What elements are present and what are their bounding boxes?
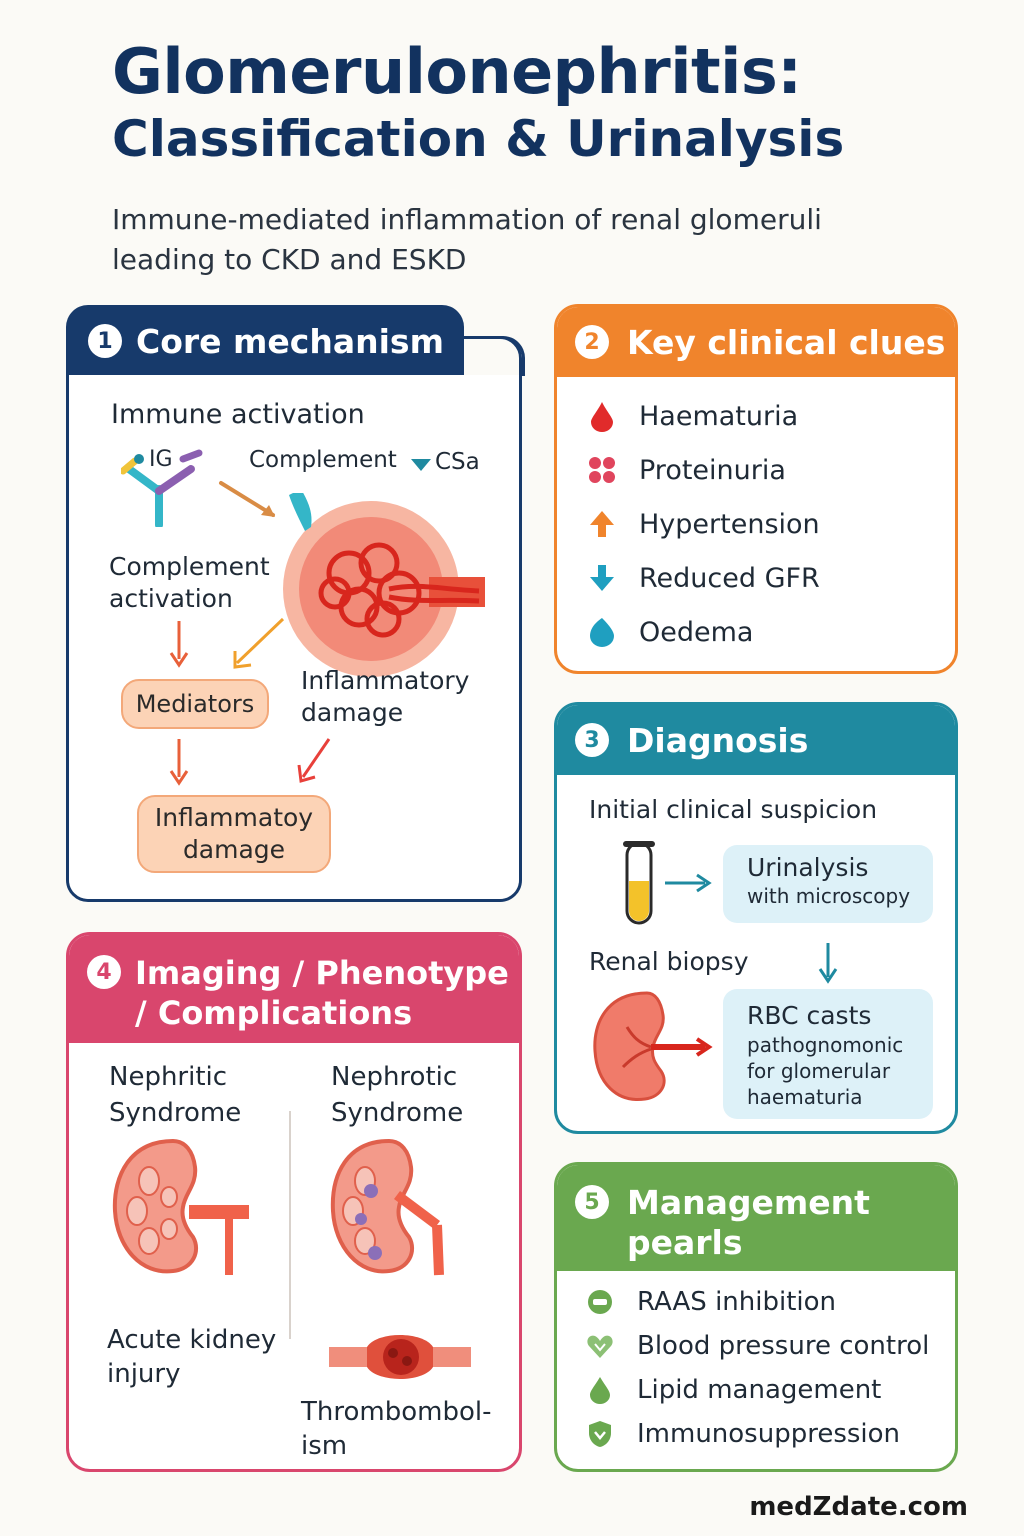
panel-number: 5 <box>575 1185 609 1219</box>
rbc-casts-title: RBC casts <box>747 1001 872 1030</box>
panel-number: 3 <box>575 723 609 757</box>
panel-title: Management pearls <box>627 1183 870 1262</box>
complement-fragment-icon <box>411 459 431 471</box>
title-line-2: Classification & Urinalysis <box>112 110 845 169</box>
arrow-icon <box>219 481 275 517</box>
panel-header-cap <box>464 336 525 376</box>
clue-item: Haematuria <box>585 399 798 433</box>
panel-header: 5 Management pearls <box>557 1165 955 1271</box>
arrow-up-icon <box>585 507 619 541</box>
clue-item: Oedema <box>585 615 753 649</box>
arrow-right-icon <box>665 873 712 893</box>
arrow-down-icon <box>585 561 619 595</box>
kidney-icon <box>330 1138 444 1276</box>
antibody-icon <box>121 449 203 527</box>
pearl-item: Immunosuppression <box>585 1419 900 1449</box>
panel-number: 2 <box>575 325 609 359</box>
panel-title: Diagnosis <box>627 720 809 760</box>
inflammatory-damage-label: Inflammatory damage <box>301 666 470 727</box>
blood-drop-icon <box>585 399 619 433</box>
page-title: Glomerulonephritis: Classification & Uri… <box>112 35 845 169</box>
panel-number: 4 <box>87 955 121 989</box>
renal-biopsy-label: Renal biopsy <box>589 947 749 976</box>
panel-key-clinical-clues: 2 Key clinical clues Haematuria Proteinu… <box>554 304 958 674</box>
immune-activation-label: Immune activation <box>111 399 365 430</box>
thromboembolism-label: Thrombombol- ism <box>301 1397 492 1461</box>
initial-suspicion-label: Initial clinical suspicion <box>589 795 878 824</box>
panel-diagnosis: 3 Diagnosis Initial clinical suspicion U… <box>554 702 958 1134</box>
arrow-down-icon <box>169 739 189 786</box>
divider <box>289 1111 291 1339</box>
title-line-1: Glomerulonephritis: <box>112 35 802 108</box>
shield-icon <box>585 1419 615 1449</box>
heart-icon <box>585 1331 615 1361</box>
clue-item: Reduced GFR <box>585 561 820 595</box>
urinalysis-subtitle: with microscopy <box>747 884 911 908</box>
urinalysis-title: Urinalysis <box>747 853 869 882</box>
arrow-down-icon <box>818 943 838 984</box>
arrow-icon <box>233 617 285 669</box>
panel-header: 1 Core mechanism <box>66 305 464 377</box>
glomerulus-icon <box>283 493 485 677</box>
rbc-casts-subtitle: pathognomonic for glomerular haematuria <box>747 1033 904 1109</box>
fluid-drop-icon <box>585 615 619 649</box>
complement-activation-label: Complement activation <box>109 552 270 613</box>
nephritic-syndrome-label: Nephritic Syndrome <box>109 1062 242 1128</box>
arrow-down-icon <box>169 621 189 668</box>
panel-body: Immune activation IG Complement CSa <box>69 375 519 899</box>
kidney-icon <box>593 991 713 1101</box>
subtitle: Immune-mediated inflammation of renal gl… <box>112 203 822 276</box>
panel-header: 3 Diagnosis <box>557 705 955 775</box>
panel-title: Core mechanism <box>136 321 444 361</box>
inflammatory-damage-box: Inflammatoy damage <box>137 795 331 873</box>
rbc-casts-box: RBC casts pathognomonic for glomerular h… <box>723 989 933 1119</box>
lipid-drop-icon <box>585 1375 615 1405</box>
panel-number: 1 <box>88 324 122 358</box>
aki-label: Acute kidney injury <box>107 1325 277 1389</box>
kidney-icon <box>112 1138 249 1275</box>
arrow-icon <box>297 738 331 783</box>
pearl-item: Blood pressure control <box>585 1331 929 1361</box>
urinalysis-box: Urinalysis with microscopy <box>723 845 933 923</box>
footer-brand: medZdate.com <box>749 1492 968 1522</box>
panel-title: Key clinical clues <box>627 322 946 362</box>
c5a-label: CSa <box>435 449 480 475</box>
clue-item: Proteinuria <box>585 453 786 487</box>
panel-management-pearls: 5 Management pearls RAAS inhibition Bloo… <box>554 1162 958 1472</box>
panel-imaging-phenotype: 4 Imaging / Phenotype / Complications Ne… <box>66 932 522 1472</box>
panel-core-mechanism: 1 Core mechanism Immune activation IG Co… <box>66 305 525 902</box>
nephrotic-syndrome-label: Nephrotic Syndrome <box>331 1062 464 1128</box>
panel-title: Imaging / Phenotype / Complications <box>135 954 509 1032</box>
mediators-box: Mediators <box>121 679 269 729</box>
thrombus-icon <box>329 1335 471 1379</box>
test-tube-icon <box>623 841 655 925</box>
panel-header: 4 Imaging / Phenotype / Complications <box>69 935 519 1043</box>
panel-header: 2 Key clinical clues <box>557 307 955 377</box>
pearl-item: Lipid management <box>585 1375 881 1405</box>
complement-label: Complement <box>249 447 397 473</box>
ig-label: IG <box>149 447 173 472</box>
pearl-item: RAAS inhibition <box>585 1287 836 1317</box>
clue-item: Hypertension <box>585 507 820 541</box>
protein-dots-icon <box>585 453 619 487</box>
inhibition-icon <box>585 1287 615 1317</box>
